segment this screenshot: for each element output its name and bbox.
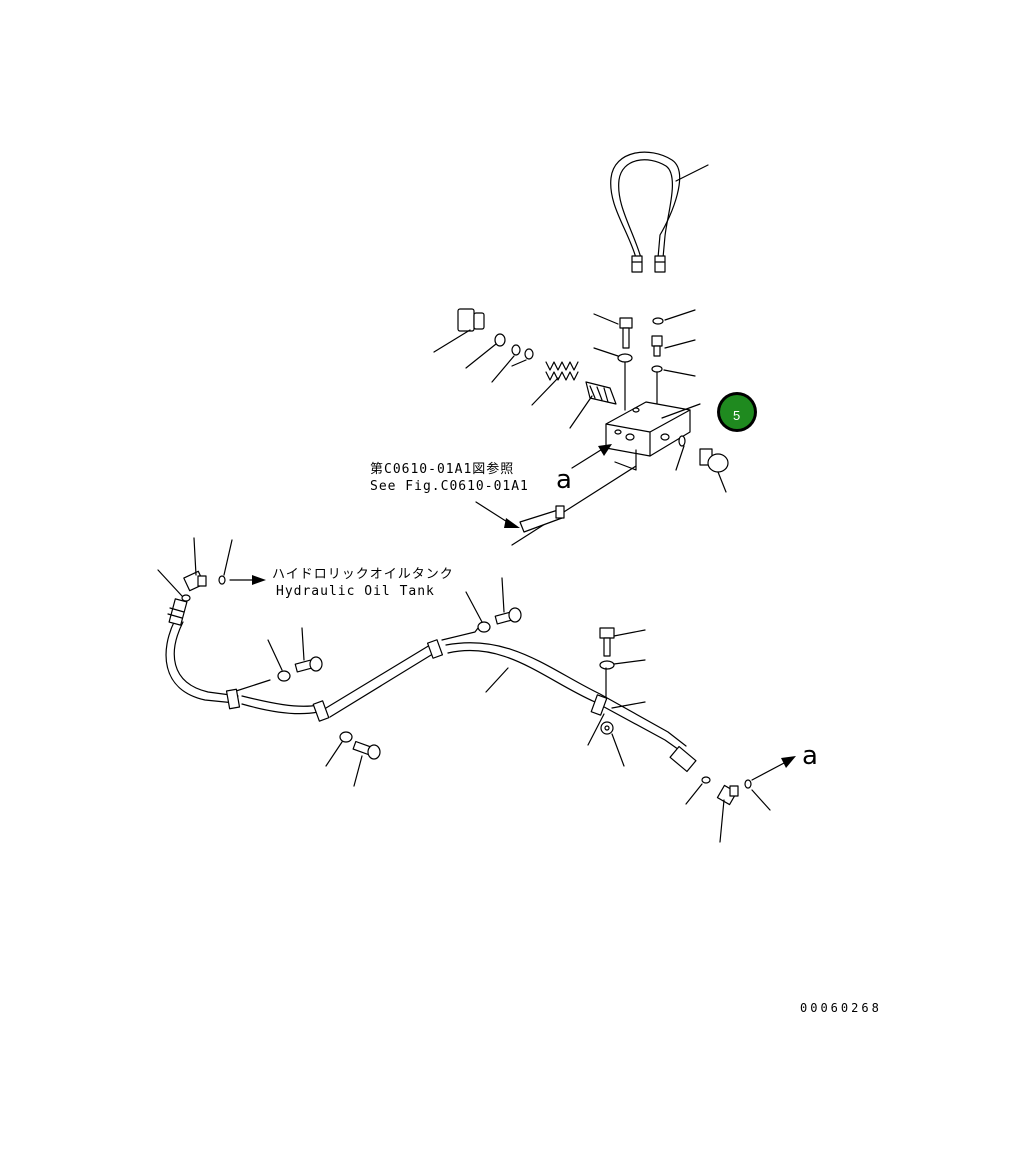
small-washers[interactable] bbox=[511, 344, 534, 360]
arrow-a-upper bbox=[571, 444, 612, 469]
reference-figure-en: See Fig.C0610-01A1 bbox=[370, 479, 529, 494]
arrow-to-tank bbox=[229, 575, 266, 585]
hose-end-left[interactable] bbox=[167, 598, 188, 626]
leader-line bbox=[661, 403, 701, 419]
leader-line bbox=[491, 355, 527, 383]
leader-line bbox=[717, 471, 727, 493]
leader-line bbox=[193, 537, 197, 576]
tank-label-en: Hydraulic Oil Tank bbox=[276, 584, 435, 599]
plug-right[interactable] bbox=[699, 448, 729, 473]
leader-line bbox=[675, 445, 685, 471]
leader-line bbox=[485, 667, 509, 693]
leader-line bbox=[613, 629, 646, 637]
leader-line bbox=[301, 627, 305, 661]
leader-line bbox=[751, 789, 771, 811]
o-ring[interactable] bbox=[678, 435, 686, 447]
nut[interactable] bbox=[600, 721, 614, 735]
leader-line bbox=[611, 701, 646, 709]
leader-line bbox=[157, 569, 183, 597]
loop-hose[interactable] bbox=[610, 151, 681, 273]
leader-line bbox=[267, 639, 283, 671]
leader-line bbox=[465, 343, 497, 369]
leader-line bbox=[587, 713, 605, 746]
washer[interactable] bbox=[617, 353, 633, 363]
leader-line bbox=[433, 329, 471, 353]
leader-line bbox=[613, 659, 646, 665]
bolt[interactable] bbox=[619, 317, 633, 349]
leader-line bbox=[501, 577, 505, 613]
leader-line bbox=[611, 733, 625, 767]
leader-line bbox=[664, 339, 696, 349]
leader-line bbox=[353, 755, 363, 787]
leader-line bbox=[719, 799, 725, 843]
elbow-fitting[interactable] bbox=[183, 570, 207, 592]
o-ring[interactable] bbox=[494, 333, 506, 347]
bolt[interactable] bbox=[494, 607, 522, 625]
badge-number: 5 bbox=[733, 408, 740, 423]
o-ring[interactable] bbox=[651, 365, 663, 373]
o-ring[interactable] bbox=[701, 776, 711, 784]
spring[interactable] bbox=[545, 361, 579, 381]
reference-figure-ja: 第C0610-01A1図参照 bbox=[370, 461, 514, 477]
leader-line bbox=[325, 741, 343, 767]
bolt[interactable] bbox=[352, 740, 381, 760]
leader-line bbox=[223, 539, 233, 576]
o-ring[interactable] bbox=[181, 594, 191, 602]
elbow-fitting[interactable] bbox=[716, 784, 739, 806]
label-a-upper: a bbox=[556, 465, 572, 495]
o-ring[interactable] bbox=[652, 317, 664, 325]
leader-line bbox=[465, 591, 483, 623]
leader-line bbox=[685, 783, 703, 805]
leader-line bbox=[593, 313, 619, 325]
sensor[interactable] bbox=[519, 505, 565, 533]
o-ring[interactable] bbox=[218, 575, 226, 585]
arrow-a-lower bbox=[751, 756, 796, 781]
spool-cartridge[interactable] bbox=[585, 381, 617, 405]
label-a-lower: a bbox=[802, 741, 818, 771]
washer[interactable] bbox=[277, 670, 291, 682]
washer[interactable] bbox=[339, 731, 353, 743]
callout-badge[interactable]: 5 bbox=[717, 392, 757, 432]
bolt[interactable] bbox=[599, 627, 615, 657]
leader-line bbox=[593, 347, 619, 357]
clamp[interactable] bbox=[225, 639, 608, 722]
tank-label-ja: ハイドロリックオイルタンク bbox=[272, 567, 454, 582]
nipple-fitting[interactable] bbox=[651, 335, 663, 357]
leader-line bbox=[675, 164, 709, 182]
o-ring[interactable] bbox=[744, 779, 752, 789]
bolt[interactable] bbox=[294, 656, 323, 673]
leader-line bbox=[663, 369, 696, 377]
leader-line bbox=[664, 309, 696, 321]
washer[interactable] bbox=[477, 621, 491, 633]
leader-line bbox=[569, 395, 593, 429]
leader-line bbox=[531, 377, 559, 406]
plug[interactable] bbox=[457, 308, 485, 332]
washer[interactable] bbox=[599, 660, 615, 670]
drawing-number: 00060268 bbox=[800, 1001, 882, 1015]
valve-block[interactable] bbox=[605, 401, 691, 457]
hose-end-right[interactable] bbox=[669, 745, 697, 773]
